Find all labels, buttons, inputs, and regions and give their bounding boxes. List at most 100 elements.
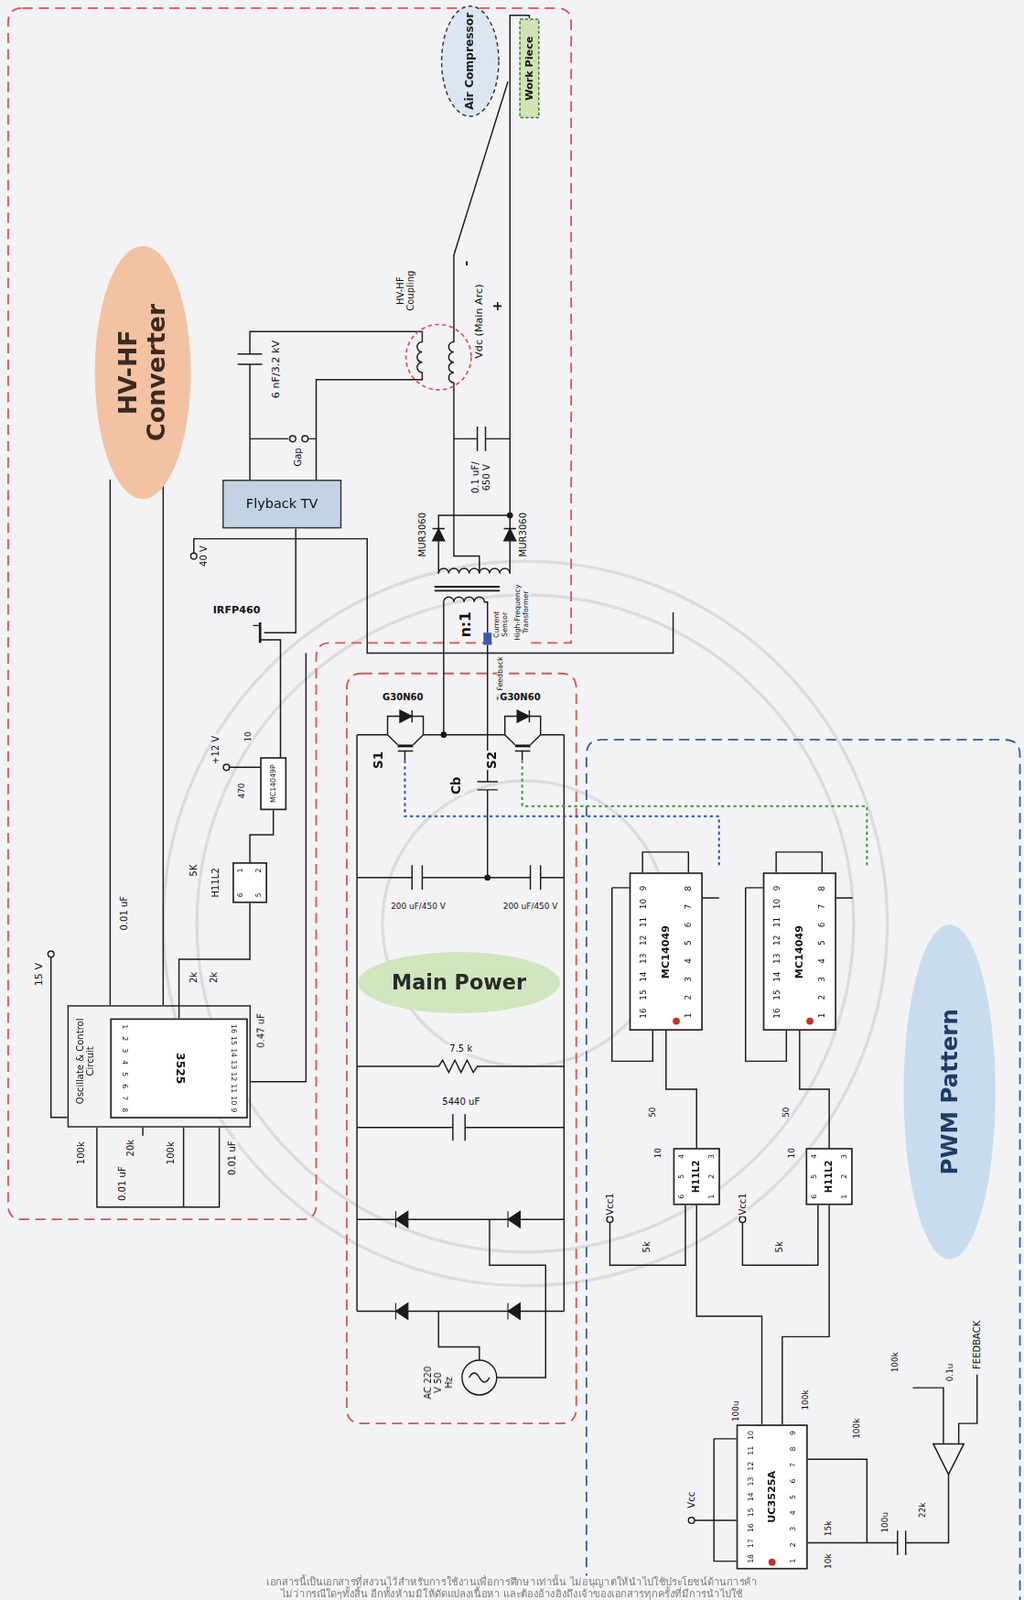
wire	[913, 1374, 978, 1445]
wire	[223, 764, 230, 771]
circuit-label: 2k	[208, 970, 220, 984]
circuit-label: G30N60	[381, 691, 425, 703]
ic-body	[737, 1424, 808, 1569]
diode-symbol	[399, 710, 412, 723]
diode-symbol	[504, 528, 517, 540]
wire	[356, 864, 564, 890]
current-sensor	[483, 632, 492, 645]
wire	[694, 1438, 737, 1562]
circuit-label: Cb	[450, 776, 464, 797]
node-label: 1 2 3 4 5 6 7 8	[817, 885, 827, 1018]
diode-symbol	[432, 528, 445, 540]
wire	[438, 1218, 546, 1378]
circuit-label: +	[490, 299, 507, 313]
wire	[249, 438, 316, 440]
circuit-label: 2k	[188, 970, 200, 984]
node-shape	[223, 480, 342, 529]
node-label: 1 2 3 4 5 6 7 8 9	[789, 1430, 798, 1563]
node-label: HV-HF Converter	[114, 295, 172, 449]
seal-watermark	[196, 594, 854, 1252]
circuit-label: S2	[485, 750, 500, 770]
wire	[109, 479, 163, 1005]
node-label: Air Compressor	[463, 12, 477, 110]
ic-chip: MC1404916 15 14 13 12 11 10 91 2 3 4 5 6…	[763, 872, 837, 1031]
circuit-label: Vcc1	[604, 1191, 616, 1217]
node-label: Work Piece	[523, 36, 536, 101]
diode-symbol	[395, 1210, 408, 1228]
diode-symbol	[506, 1303, 508, 1320]
wire	[190, 552, 197, 560]
wire	[469, 1372, 490, 1382]
circuit-label: S1	[372, 750, 387, 770]
circuit-label: +12 V	[211, 734, 223, 766]
circuit-label: AC 220 V 50 Hz	[422, 1363, 455, 1401]
circuit-label: 0.47 uF	[256, 1012, 268, 1049]
wire	[388, 710, 424, 761]
node-label: MC14049P	[269, 764, 278, 803]
wire	[745, 851, 853, 1062]
wire	[51, 957, 68, 1118]
wire	[356, 1059, 564, 1072]
coupling-outline	[406, 324, 472, 390]
circuit-label: 100k	[890, 1350, 900, 1373]
ic-chip: MC14049P	[259, 756, 287, 810]
ic-body	[806, 1148, 852, 1205]
wire	[606, 1216, 614, 1223]
node-label: MC14049	[659, 925, 672, 979]
circuit-label: 100u	[732, 1399, 742, 1423]
wire	[808, 1458, 949, 1555]
diode-symbol	[395, 1303, 408, 1320]
node-shape	[519, 19, 539, 119]
node-label: 5	[255, 892, 264, 897]
circuit-label: 100u	[880, 1510, 890, 1534]
region-outline	[346, 673, 577, 1423]
ic-body	[673, 1148, 720, 1205]
wire-connector	[666, 1030, 697, 1148]
node-label: H11L2	[211, 867, 223, 897]
node-label: 6 5 4	[809, 1153, 819, 1199]
node-label: 1 2 3 4 5 6 7 8	[683, 885, 693, 1018]
diode-symbol	[485, 874, 491, 881]
wire	[477, 612, 498, 878]
circuit-label: 0.01 uF	[226, 1139, 238, 1176]
circuit-label: Current Sensor	[492, 603, 509, 647]
node-label: 16 15 14 13 12 11 10 9	[638, 885, 648, 1019]
region-outline	[8, 8, 1021, 1600]
circuit-label: 0.01 uF	[117, 1164, 129, 1202]
circuit-label: 0.01 uF	[118, 894, 130, 932]
wire	[398, 743, 414, 747]
wire	[434, 586, 500, 591]
node-shape	[357, 951, 561, 1014]
wire-connector	[696, 1205, 762, 1425]
node-label: 1	[237, 867, 246, 873]
circuit-label: Vdc (Main Arc)	[473, 282, 486, 360]
circuit-label: High-Frequency Transformer	[514, 577, 531, 647]
circuit-label: 15 V	[32, 961, 45, 988]
diode-symbol	[441, 732, 447, 738]
wire	[438, 568, 510, 574]
circuit-label: 50	[781, 1105, 791, 1119]
wire	[462, 1359, 497, 1395]
workpiece-box: Work Piece	[518, 18, 539, 119]
circuit-label: 0.1 uF/ 650 V	[471, 453, 493, 502]
circuit-label: 100k	[851, 1417, 862, 1440]
title-ellipse: PWM Pattern	[902, 923, 997, 1261]
ic-chip: MC14049 16 15 14 13 12 11 10 9 1 2 3 4 5 6…	[629, 872, 703, 1031]
node-shape	[441, 6, 499, 117]
diode-symbol	[507, 1303, 520, 1320]
circuit-label: 0.1u	[946, 1361, 956, 1382]
ic-body	[630, 873, 703, 1030]
circuit-label: 10	[243, 730, 253, 744]
circuit-label: 100k	[800, 1388, 810, 1411]
node-label: H11L2	[823, 1159, 835, 1193]
wire	[515, 743, 531, 747]
seal-watermark	[162, 560, 887, 1286]
node-label: 18 17 16 15 14 13 12 11 10	[746, 1430, 755, 1563]
wire	[448, 81, 508, 383]
node-label: PWM Pattern	[937, 1008, 963, 1175]
ic-body	[233, 862, 267, 903]
title-ellipse: HV-HF Converter	[94, 245, 193, 501]
